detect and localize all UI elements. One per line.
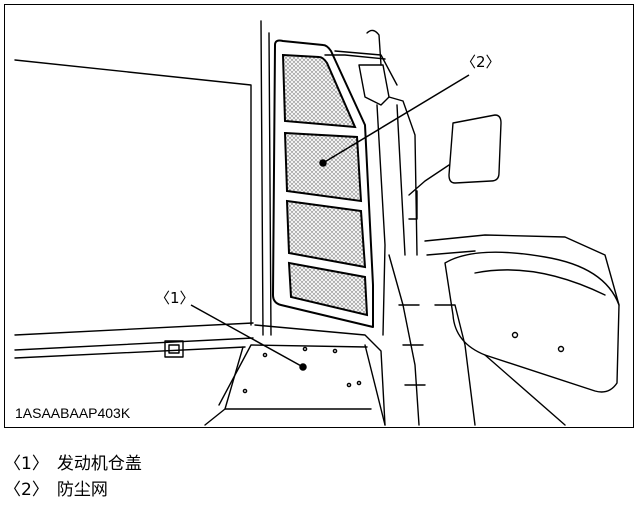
figure-code: 1ASAABAAP403K (15, 405, 131, 421)
legend: 〈1〉 发动机仓盖 〈2〉 防尘网 (4, 448, 624, 500)
dust-screen-panels (281, 53, 369, 317)
legend-item: 〈1〉 发动机仓盖 (4, 448, 624, 474)
callout-1-label: 〈1〉 (155, 289, 195, 307)
machine-line-drawing (14, 20, 620, 426)
legend-item: 〈2〉 防尘网 (4, 474, 624, 500)
leader-lines (190, 74, 470, 371)
technical-illustration: 〈2〉 〈1〉 1ASAABAAP403K (4, 4, 634, 428)
callout-2-label: 〈2〉 (461, 53, 501, 71)
legend-number: 〈1〉 (4, 453, 49, 474)
legend-number: 〈2〉 (4, 479, 49, 500)
legend-text: 发动机仓盖 (56, 453, 142, 474)
legend-text: 防尘网 (56, 479, 108, 500)
